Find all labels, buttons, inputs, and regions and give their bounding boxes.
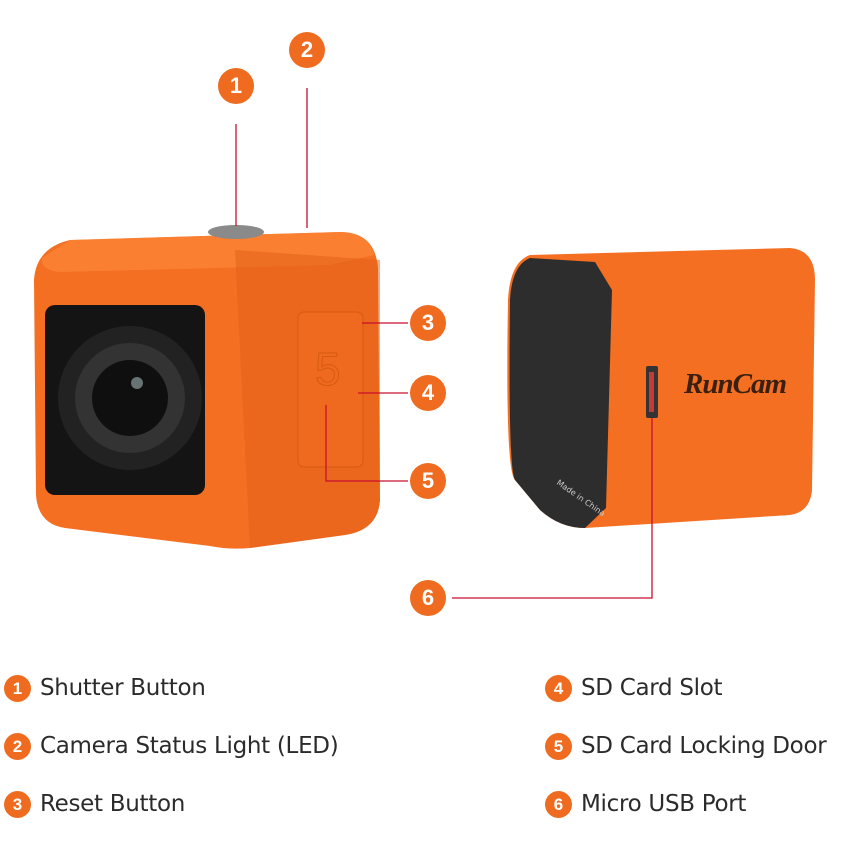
legend-item: 3 Reset Button [4, 789, 185, 819]
legend-label: Micro USB Port [581, 791, 747, 817]
callout-5: 5 [410, 463, 446, 499]
legend-label: Camera Status Light (LED) [40, 733, 339, 759]
number-badge: 5 [545, 732, 572, 760]
callout-1: 1 [218, 68, 254, 104]
legend-item: 4 SD Card Slot [545, 673, 723, 703]
number-badge: 2 [4, 732, 31, 760]
legend-item: 6 Micro USB Port [545, 789, 746, 819]
number-badge: 1 [4, 674, 31, 702]
sd-card-door [297, 311, 364, 468]
svg-text:5: 5 [315, 343, 341, 395]
camera-side-view [507, 248, 815, 528]
brand-logo: RunCam [684, 368, 787, 400]
callout-4: 4 [410, 375, 446, 411]
legend-item: 5 SD Card Locking Door [545, 731, 827, 761]
shutter-button [208, 225, 264, 239]
callout-6: 6 [410, 580, 446, 616]
legend-item: 2 Camera Status Light (LED) [4, 731, 339, 761]
legend-label: Shutter Button [40, 675, 206, 701]
number-badge: 3 [4, 790, 31, 818]
callout-3: 3 [410, 305, 446, 341]
callout-2: 2 [289, 32, 325, 68]
legend-item: 1 Shutter Button [4, 673, 206, 703]
legend-label: SD Card Slot [581, 675, 723, 701]
legend-label: SD Card Locking Door [581, 733, 827, 759]
legend-label: Reset Button [40, 791, 186, 817]
camera-front-view: 5 [34, 225, 380, 549]
number-badge: 6 [545, 790, 572, 818]
leader-lines [235, 88, 653, 599]
number-badge: 4 [545, 674, 572, 702]
